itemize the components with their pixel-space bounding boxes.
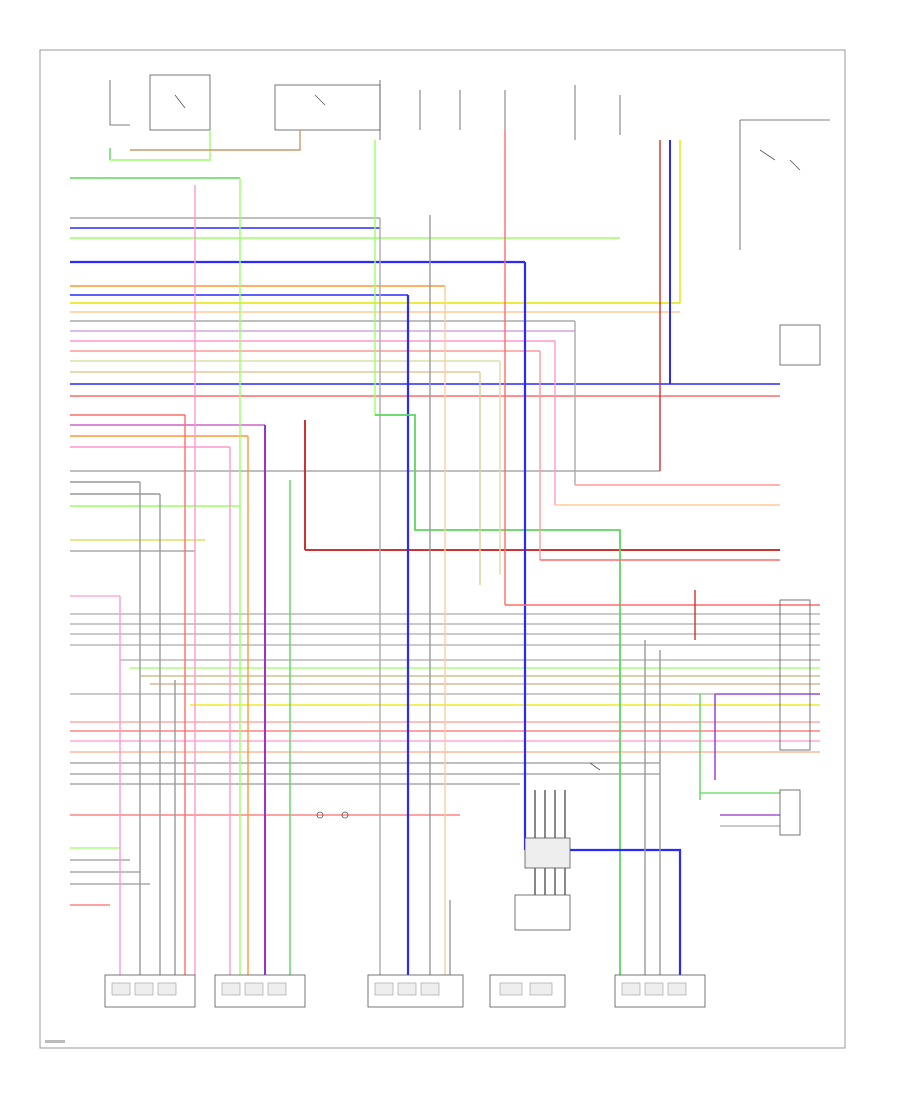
rr-speaker [367, 974, 464, 1008]
connectors [514, 599, 811, 931]
mid-wire-bundle [70, 414, 780, 552]
diagram-frame [39, 49, 846, 1049]
lf-speaker [104, 974, 196, 1008]
rf-speaker [214, 974, 306, 1008]
dual-speaker [489, 974, 566, 1008]
lr-speaker [614, 974, 706, 1008]
switch-symbols [174, 94, 801, 819]
footer-code-marker [45, 1040, 65, 1043]
upper-wire-bundle [70, 177, 780, 397]
top-components [109, 74, 830, 366]
vertical-wires [109, 130, 820, 975]
